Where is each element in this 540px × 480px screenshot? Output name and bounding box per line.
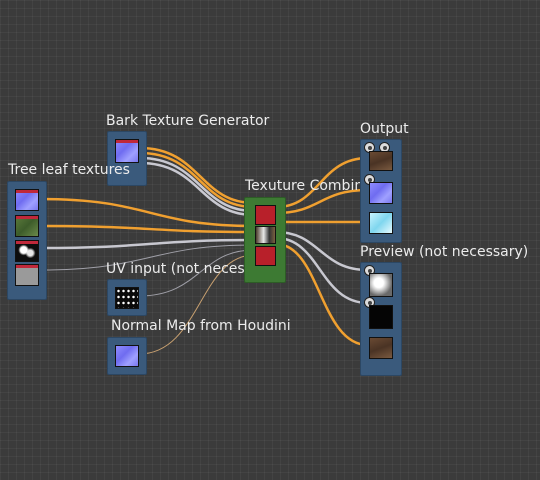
output-blue-thumbnail <box>369 182 393 204</box>
combiner-mix-thumbnail <box>255 226 276 244</box>
leaf-texture-1-thumbnail <box>15 189 39 211</box>
combiner-input-thumbnail <box>255 205 276 225</box>
preview-bark-thumbnail <box>369 337 393 359</box>
preview-node[interactable] <box>360 262 402 376</box>
normal-node-title: Normal Map from Houdini <box>111 318 291 334</box>
bark-texture-thumbnail <box>115 139 139 163</box>
bark-texture-node[interactable] <box>107 131 147 186</box>
preview-node-title: Preview (not necessary) <box>360 244 529 260</box>
output-bark-thumbnail <box>369 151 393 171</box>
normal-map-thumbnail <box>115 345 139 367</box>
uv-input-node[interactable] <box>107 279 147 316</box>
leaf-texture-2-thumbnail <box>15 215 39 237</box>
preview-black-thumbnail <box>369 305 393 329</box>
tree-leaf-node-title: Tree leaf textures <box>8 162 130 178</box>
uv-thumbnail <box>115 287 139 309</box>
normal-map-node[interactable] <box>107 337 147 375</box>
tree-leaf-textures-node[interactable] <box>7 181 47 300</box>
uv-node-title: UV input (not necessary) <box>106 261 281 277</box>
combiner-node-title: Texuture Combin <box>245 178 364 194</box>
output-node-title: Output <box>360 121 409 137</box>
bark-node-title: Bark Texture Generator <box>106 113 270 129</box>
preview-noise-thumbnail <box>369 273 393 297</box>
texture-combiner-node[interactable] <box>244 197 286 283</box>
output-node[interactable] <box>360 139 402 243</box>
combiner-output-thumbnail <box>255 246 276 266</box>
leaf-texture-4-thumbnail <box>15 264 39 286</box>
output-cyan-thumbnail <box>369 212 393 234</box>
leaf-texture-3-thumbnail <box>15 240 39 262</box>
